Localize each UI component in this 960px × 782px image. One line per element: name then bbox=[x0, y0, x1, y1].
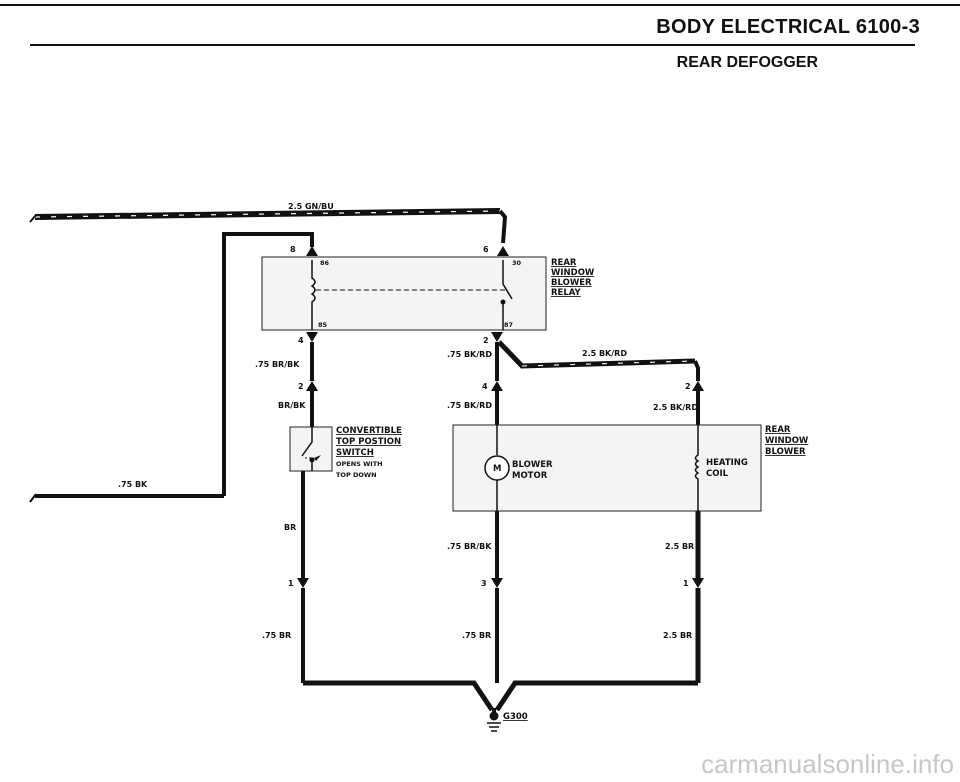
wire-label-top-feed: 2.5 GN/BU bbox=[288, 202, 334, 211]
wire-label-ground-right: 2.5 BR bbox=[663, 631, 692, 640]
pin-relay-86: 86 bbox=[320, 259, 330, 267]
wire-label-heater-feed-2: 2.5 BK/RD bbox=[653, 403, 698, 412]
ground-label: G300 bbox=[503, 712, 528, 722]
page-header-title: BODY ELECTRICAL 6100-3 bbox=[656, 16, 920, 38]
relay-name-line-1: REAR bbox=[551, 258, 577, 268]
wire-relay-to-switch: 4 .75 BR/BK 2 BR/BK bbox=[255, 332, 318, 427]
heating-coil-icon bbox=[694, 425, 700, 511]
connector-switch-in-icon bbox=[306, 381, 318, 391]
relay: 8 6 86 30 85 87 REAR WINDOW BLOWER RELAY bbox=[261, 245, 595, 331]
blower-unit: M BLOWER MOTOR HEATING COIL REAR WINDOW … bbox=[452, 424, 809, 512]
watermark: carmanualsonline.info bbox=[701, 749, 954, 779]
wire-left-feed: .75 BK bbox=[29, 480, 224, 503]
pin-coil-gnd: 1 bbox=[683, 579, 689, 588]
blower-unit-name-line-2: WINDOW bbox=[765, 436, 809, 446]
wire-label-motor-out: .75 BR/BK bbox=[447, 542, 492, 551]
coil-name-line-1: HEATING bbox=[706, 458, 748, 468]
relay-name-line-3: BLOWER bbox=[551, 278, 592, 288]
wire-heater-feed: 2.5 BK/RD 2 2.5 BK/RD bbox=[497, 340, 704, 425]
wire-label-ground-left: .75 BR bbox=[262, 631, 291, 640]
wire-branch-86 bbox=[222, 232, 314, 496]
wire-label-switch-top: BR/BK bbox=[278, 401, 306, 410]
connector-coil-gnd-icon bbox=[692, 578, 704, 588]
pin-relay-87-conn: 2 bbox=[483, 336, 489, 345]
motor-name-line-1: BLOWER bbox=[512, 460, 553, 470]
wire-label-heater-feed: 2.5 BK/RD bbox=[582, 349, 627, 358]
pin-relay-86-conn: 8 bbox=[290, 245, 296, 254]
pin-motor-gnd: 3 bbox=[481, 579, 487, 588]
connector-87-icon bbox=[491, 332, 503, 342]
wire-top-feed: 2.5 GN/BU bbox=[29, 202, 508, 244]
connector-motor-gnd-icon bbox=[491, 578, 503, 588]
switch-name-line-2: TOP POSTION bbox=[336, 437, 401, 447]
page-header-subtitle: REAR DEFOGGER bbox=[676, 54, 818, 71]
switch-name-line-3: SWITCH bbox=[336, 448, 374, 458]
motor-name-line-2: MOTOR bbox=[512, 471, 548, 481]
connector-coil-in-icon bbox=[692, 381, 704, 391]
relay-name-line-4: RELAY bbox=[551, 288, 582, 298]
wire-label-left-feed: .75 BK bbox=[118, 480, 148, 489]
ground-point-icon bbox=[489, 711, 499, 721]
pin-motor-in: 4 bbox=[482, 382, 488, 391]
relay-box bbox=[261, 256, 547, 331]
wire-relay-to-motor: 2 .75 BK/RD 4 .75 BK/RD bbox=[447, 332, 503, 425]
connector-86-icon bbox=[306, 246, 318, 256]
coil-name-line-2: COIL bbox=[706, 469, 729, 479]
pin-coil-in: 2 bbox=[685, 382, 691, 391]
wire-label-ground-mid: .75 BR bbox=[462, 631, 491, 640]
switch-arrow-icon bbox=[314, 455, 321, 461]
ground-bus: G300 bbox=[303, 680, 698, 732]
wire-label-coil-out: 2.5 BR bbox=[665, 542, 694, 551]
connector-switch-gnd-icon bbox=[297, 578, 309, 588]
wire-label-relay-to-switch: .75 BR/BK bbox=[255, 360, 300, 369]
pin-relay-87: 87 bbox=[504, 321, 513, 329]
wire-coil-to-ground: 2.5 BR 1 2.5 BR bbox=[663, 511, 704, 683]
wire-label-relay-out-2: .75 BK/RD bbox=[447, 401, 492, 410]
pin-switch-gnd: 1 bbox=[288, 579, 294, 588]
pin-relay-85-conn: 4 bbox=[298, 336, 304, 345]
connector-motor-in-icon bbox=[491, 381, 503, 391]
wire-label-relay-out-1: .75 BK/RD bbox=[447, 350, 492, 359]
relay-coil-icon bbox=[310, 260, 316, 330]
blower-unit-name-line-3: BLOWER bbox=[765, 447, 806, 457]
connector-85-icon bbox=[306, 332, 318, 342]
wire-label-switch-out: BR bbox=[284, 523, 296, 532]
connector-30-icon bbox=[497, 246, 509, 256]
blower-unit-name-line-1: REAR bbox=[765, 425, 791, 435]
wire-switch-to-ground: BR 1 .75 BR bbox=[262, 471, 309, 683]
wire-motor-to-ground: .75 BR/BK 3 .75 BR bbox=[447, 511, 503, 683]
pin-relay-30-conn: 6 bbox=[483, 245, 489, 254]
motor-symbol: M bbox=[493, 464, 501, 474]
switch-box bbox=[289, 426, 333, 472]
switch-contact-icon bbox=[301, 427, 313, 457]
switch-note-line-1: OPENS WITH bbox=[336, 460, 383, 468]
pin-relay-30: 30 bbox=[512, 259, 522, 267]
relay-contact-icon bbox=[502, 260, 513, 300]
relay-name-line-2: WINDOW bbox=[551, 268, 595, 278]
switch-note-line-2: TOP DOWN bbox=[336, 471, 377, 479]
pin-relay-85: 85 bbox=[318, 321, 328, 329]
pin-switch-in: 2 bbox=[298, 382, 304, 391]
convertible-top-switch: CONVERTIBLE TOP POSTION SWITCH OPENS WIT… bbox=[289, 426, 402, 479]
switch-name-line-1: CONVERTIBLE bbox=[336, 426, 402, 436]
